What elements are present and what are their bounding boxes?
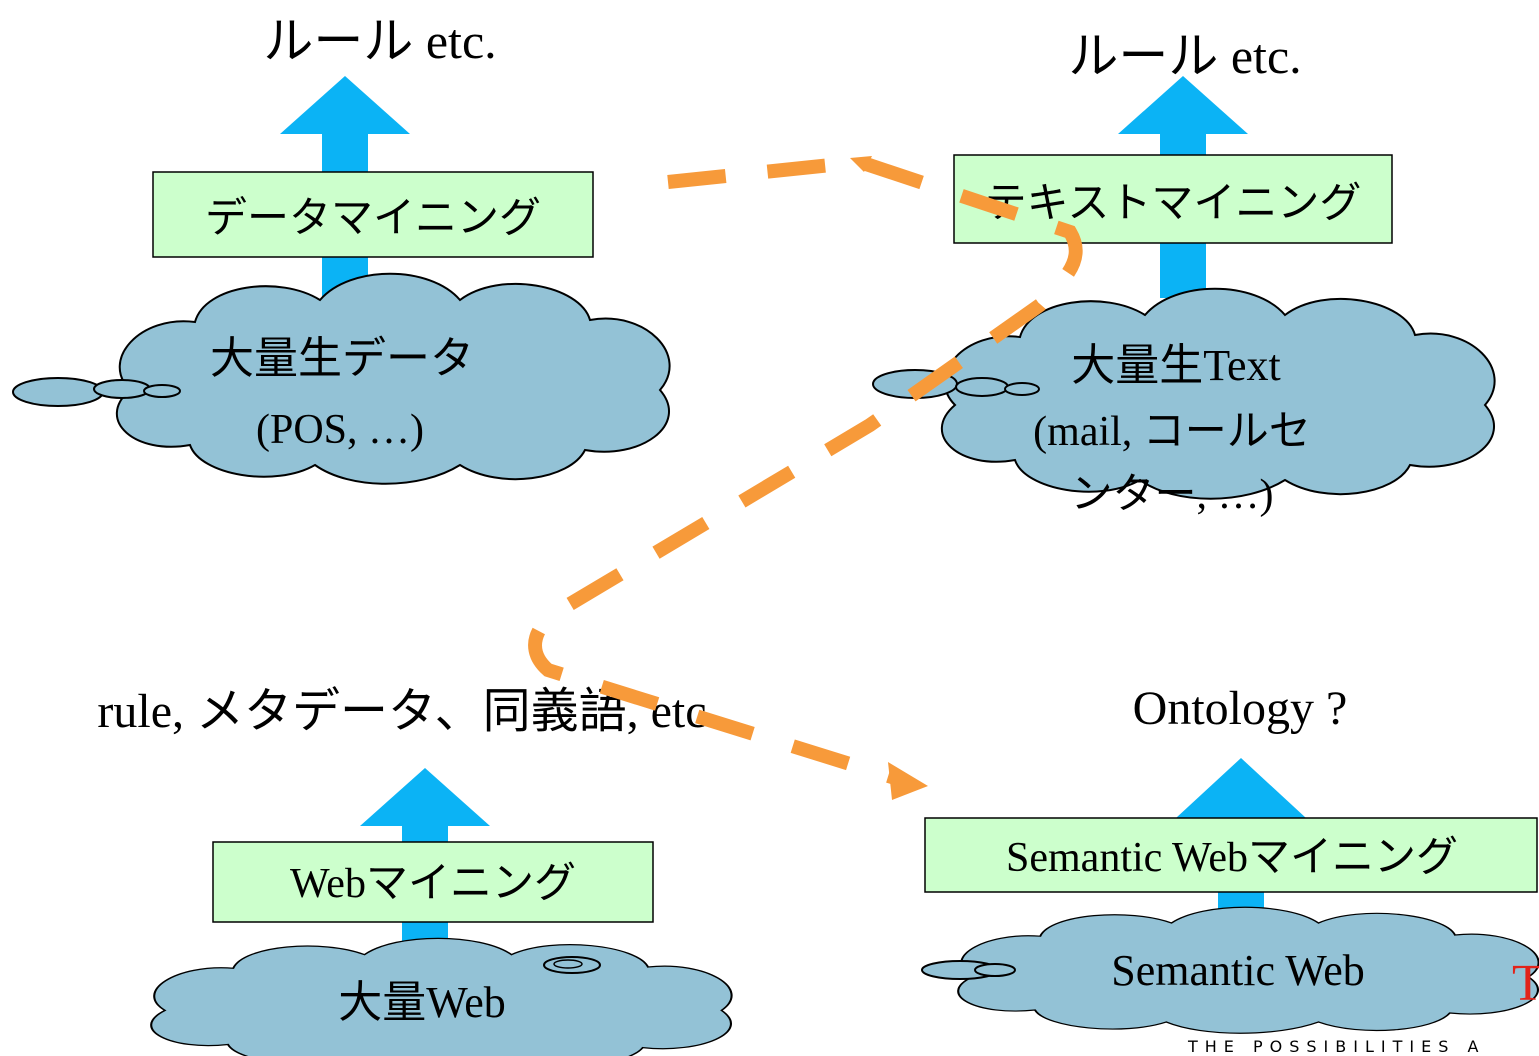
semantic-web-mining-output-label: Ontology ?: [1133, 682, 1348, 735]
text-mining-group: テキストマイニング ルール etc. 大量生Text (mail, コールセ ン…: [872, 28, 1496, 518]
web-mining-group: Webマイニング rule, メタデータ、同義語, etc. 大量Web: [97, 685, 733, 1056]
raw-text-cloud-detail-line1: (mail, コールセ: [1033, 409, 1311, 455]
raw-text-cloud-detail-line2: ンター, …): [1071, 472, 1274, 518]
raw-data-cloud-detail: (POS, …): [256, 407, 424, 453]
text-mining-process-box: [953, 154, 1393, 244]
data-mining-process-box: [152, 171, 594, 258]
raw-text-cloud: [872, 287, 1496, 500]
corner-logo: T THE POSSIBILITIES A: [1187, 955, 1539, 1056]
dashed-connector-path: [528, 154, 1083, 785]
data-mining-output-label: ルール etc.: [263, 13, 496, 69]
raw-text-cloud-title: 大量生Text: [1071, 341, 1281, 390]
data-mining-output-arrow: [280, 76, 410, 298]
text-mining-output-arrow: [1118, 76, 1248, 298]
raw-data-cloud: [12, 272, 671, 485]
semantic-web-mining-process-label: Semantic Webマイニング: [1006, 835, 1458, 881]
web-mining-process-label: Webマイニング: [290, 861, 576, 907]
semantic-web-mining-group: Semantic Webマイニング Ontology ? Semantic We…: [921, 682, 1539, 1035]
raw-data-cloud-title: 大量生データ: [210, 333, 474, 384]
semantic-web-cloud-title: Semantic Web: [1111, 946, 1364, 995]
semantic-web-cloud: [921, 906, 1539, 1035]
data-mining-process-label: データマイニング: [205, 193, 541, 242]
semantic-web-mining-process-box: [924, 817, 1538, 893]
data-mining-group: データマイニング ルール etc. 大量生データ (POS, …): [12, 13, 671, 485]
mass-web-cloud: [150, 937, 733, 1056]
mass-web-cloud-title: 大量Web: [338, 978, 506, 1027]
text-mining-output-label: ルール etc.: [1068, 28, 1301, 84]
dashed-connector-top-hook: [850, 156, 872, 172]
dashed-connector-arrowhead: [888, 762, 928, 800]
web-mining-process-box: [212, 841, 654, 923]
logo-tagline: THE POSSIBILITIES A: [1187, 1037, 1485, 1056]
text-mining-process-label: テキストマイニング: [985, 178, 1362, 227]
logo-letter: T: [1512, 955, 1539, 1012]
